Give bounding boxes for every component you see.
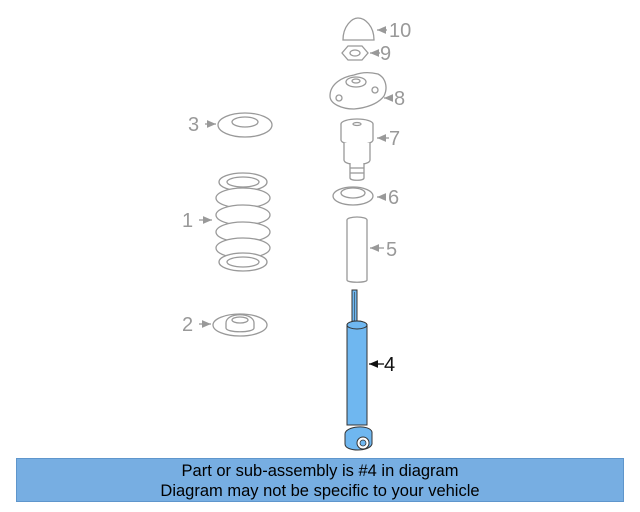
banner-line-2: Diagram may not be specific to your vehi… [160, 482, 480, 500]
part-1-coil-spring[interactable]: 1 [182, 172, 271, 272]
part-4-shock-absorber[interactable]: 4 [344, 289, 395, 451]
part-10-cap[interactable]: 10 [342, 17, 411, 42]
part-2-lower-seat[interactable]: 2 [182, 313, 268, 337]
part-5-dust-boot[interactable]: 5 [346, 216, 397, 283]
parts-diagram: 10 9 8 7 6 5 [182, 17, 411, 451]
callout-5: 5 [386, 239, 397, 261]
callout-2: 2 [182, 314, 193, 336]
callout-8: 8 [394, 88, 405, 110]
info-banner: Part or sub-assembly is #4 in diagram Di… [16, 458, 624, 502]
part-8-mount[interactable]: 8 [329, 71, 405, 110]
callout-9: 9 [380, 43, 391, 65]
part-3-spring-seat[interactable]: 3 [188, 112, 273, 138]
part-7-bump-stop[interactable]: 7 [340, 118, 400, 181]
part-6-seat[interactable]: 6 [332, 186, 399, 209]
banner-line-1: Part or sub-assembly is #4 in diagram [181, 462, 459, 480]
callout-3: 3 [188, 114, 199, 136]
callout-1: 1 [182, 210, 193, 232]
callout-6: 6 [388, 187, 399, 209]
callout-10: 10 [389, 20, 411, 42]
callout-4: 4 [384, 354, 395, 376]
part-9-nut[interactable]: 9 [341, 43, 391, 65]
callout-7: 7 [389, 128, 400, 150]
